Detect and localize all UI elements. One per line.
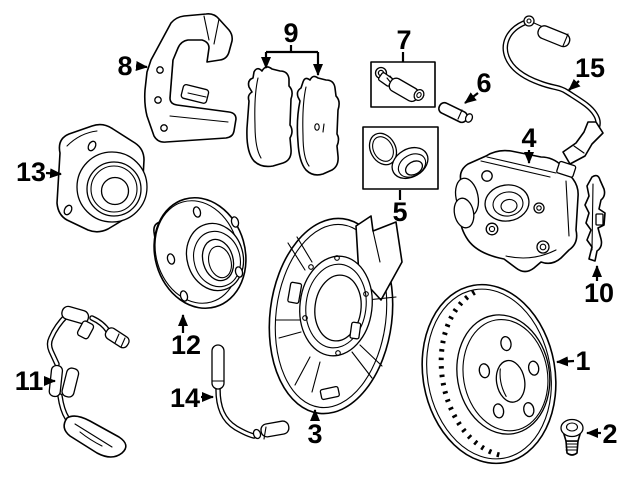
callout-7: 7 (396, 25, 412, 62)
part-drawing-pad-wear-sensor (46, 305, 130, 458)
part-drawing-wheel-hub (153, 196, 247, 310)
callout-10: 10 (584, 265, 614, 308)
callout-4: 4 (521, 123, 537, 164)
callout-1-leader-arrow (556, 356, 575, 367)
callout-2: 2 (586, 419, 618, 449)
callout-15-leader-arrow (568, 78, 581, 91)
part-drawing-wheel-bearing (56, 123, 148, 233)
part-drawing-retaining-spring (584, 174, 606, 262)
part-drawing-caliper-mounting-bracket (143, 13, 237, 143)
callout-2-number: 2 (602, 419, 617, 449)
part-drawing-brake-pads (246, 66, 340, 176)
callout-8-leader-arrow (135, 61, 148, 71)
callout-14: 14 (170, 383, 214, 413)
callout-5: 5 (392, 190, 408, 227)
part-drawing-brake-rotor (421, 283, 557, 465)
part-drawing-splash-shield (268, 215, 403, 415)
callout-13-number: 13 (16, 157, 46, 187)
part-drawing-guide-bolt-kit (370, 61, 436, 108)
callout-4-number: 4 (521, 123, 536, 153)
callout-8: 8 (117, 51, 148, 81)
callout-6: 6 (464, 68, 492, 104)
part-drawing-set-screw (560, 418, 584, 456)
callout-11: 11 (15, 366, 56, 396)
callout-15: 15 (568, 53, 605, 91)
callout-9: 9 (261, 18, 323, 76)
part-drawing-brake-caliper (453, 149, 579, 273)
callout-5-number: 5 (392, 197, 407, 227)
callout-14-number: 14 (170, 383, 200, 413)
callout-13-leader-arrow (45, 168, 62, 179)
callout-3: 3 (307, 409, 323, 449)
callout-1-number: 1 (575, 346, 590, 376)
part-drawing-brake-hose (211, 344, 290, 440)
callout-8-number: 8 (117, 51, 132, 81)
callout-13: 13 (16, 157, 62, 187)
callout-10-number: 10 (584, 278, 614, 308)
callout-11-number: 11 (15, 366, 44, 396)
part-drawing-caliper-seal-kit (362, 126, 439, 190)
callout-9-leader-bracket (266, 45, 318, 54)
callout-6-number: 6 (476, 68, 491, 98)
part-drawing-wheel-speed-sensor (502, 15, 604, 165)
callout-12: 12 (171, 314, 201, 360)
part-drawing-guide-pin (438, 101, 474, 124)
callout-3-number: 3 (307, 419, 322, 449)
callout-6-leader-arrow (464, 92, 479, 104)
callout-15-number: 15 (575, 53, 605, 83)
callout-7-number: 7 (396, 25, 411, 55)
callout-1: 1 (556, 346, 591, 376)
callout-12-number: 12 (171, 330, 201, 360)
callout-9-number: 9 (283, 18, 298, 48)
